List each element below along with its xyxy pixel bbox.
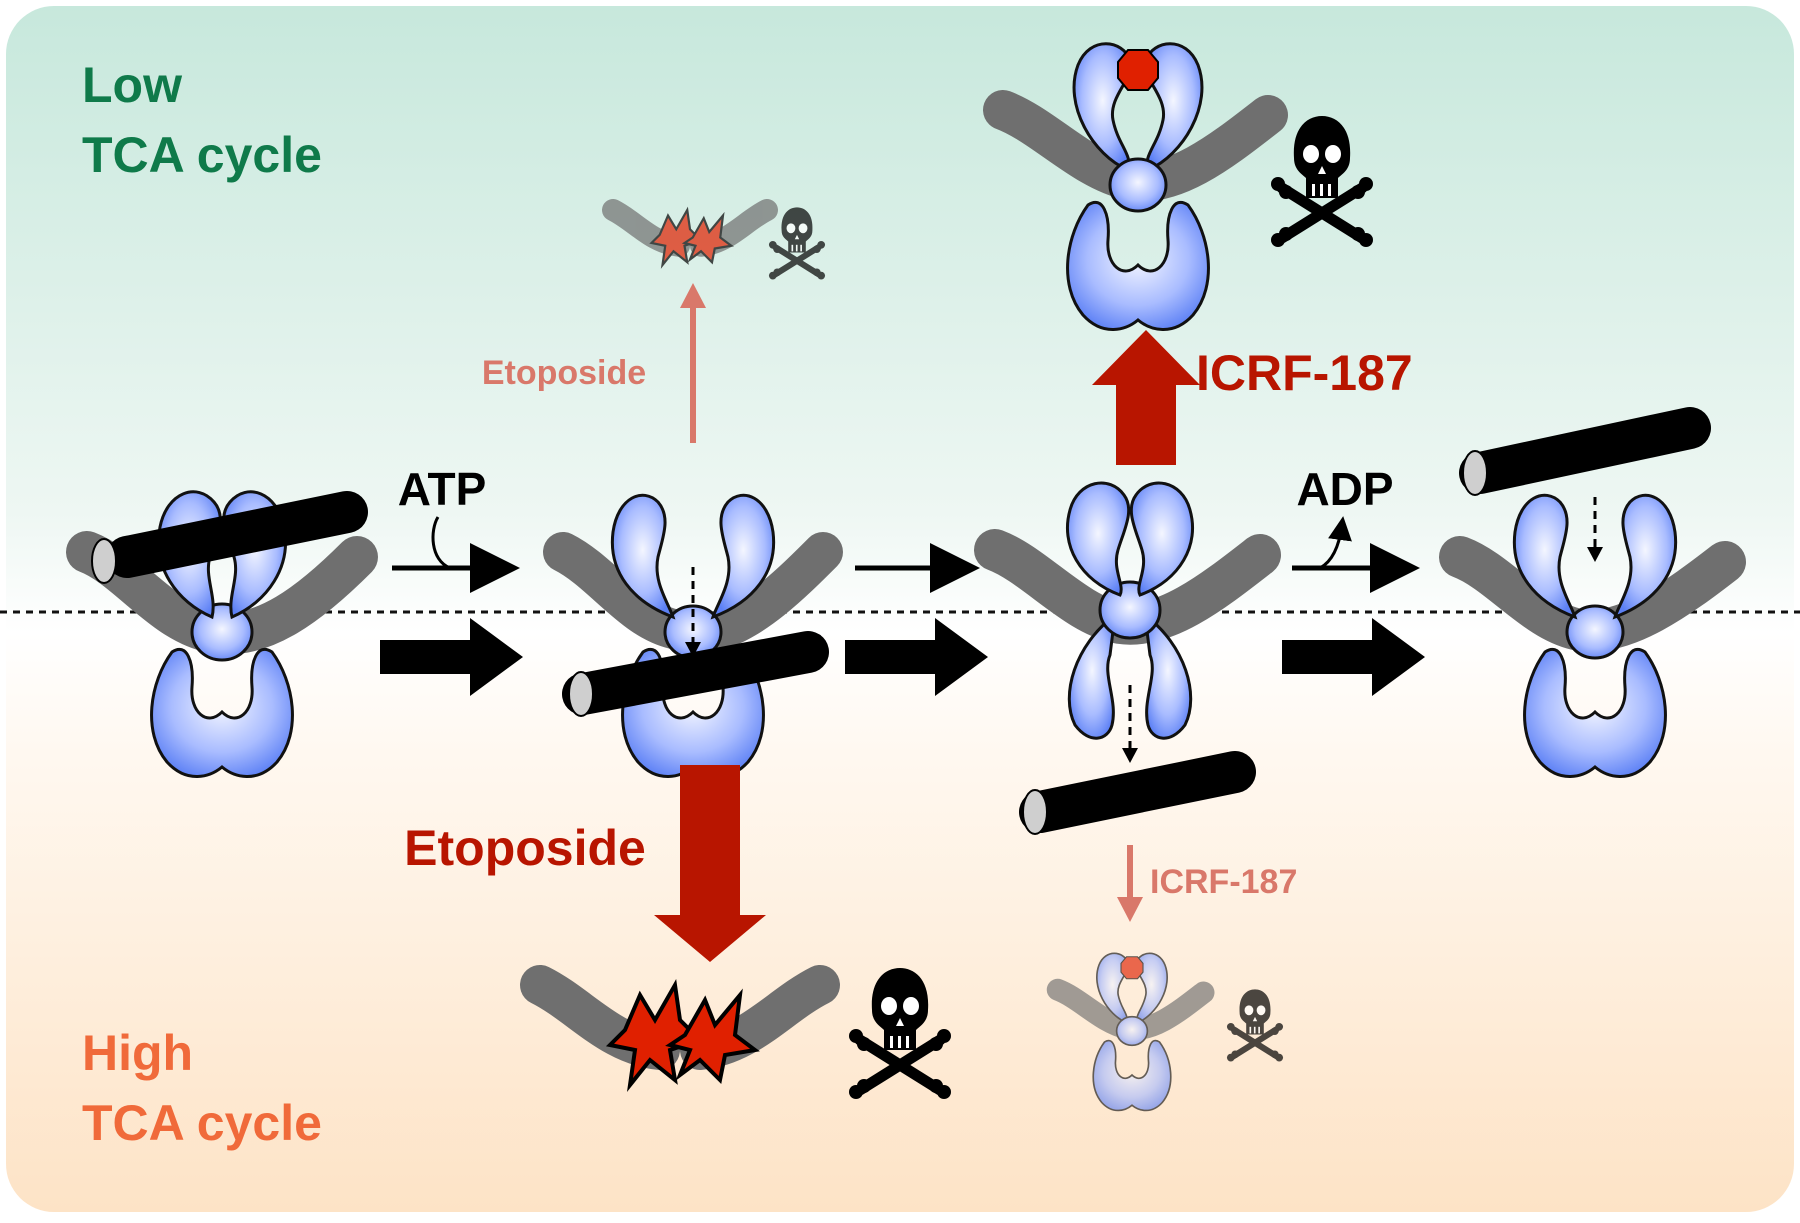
topoisomerase-state-1 <box>66 492 378 777</box>
topoisomerase-state-4 <box>1439 495 1746 776</box>
drug-octagon-icon <box>1120 956 1144 980</box>
etoposide-minor-label: Etoposide <box>482 354 646 392</box>
drug-octagon-icon <box>1117 49 1159 91</box>
icrf-major-label: ICRF-187 <box>1196 345 1413 401</box>
icrf-minor-label: ICRF-187 <box>1150 863 1297 901</box>
topoisomerase-icrf-trapped <box>983 42 1288 332</box>
low-tca-line1: Low <box>82 57 182 113</box>
topoisomerase-state-3 <box>974 481 1281 763</box>
main-arrow-1 <box>380 618 523 696</box>
dna-break-icon <box>520 965 840 1092</box>
high-tca-line1: High <box>82 1025 194 1081</box>
low-tca-line2: TCA cycle <box>82 127 322 183</box>
main-arrow-3 <box>1282 618 1425 696</box>
released-dna <box>1019 751 1256 833</box>
etoposide-major-arrow <box>654 765 766 962</box>
exiting-dna <box>1459 407 1711 494</box>
icrf-major-arrow <box>1092 330 1200 465</box>
atp-label: ATP <box>398 463 487 515</box>
high-tca-line2: TCA cycle <box>82 1095 322 1151</box>
high-tca-label: High TCA cycle <box>82 1018 322 1158</box>
dna-break-icon <box>601 198 779 269</box>
background-panel <box>6 6 1794 1212</box>
topoisomerase-state-2 <box>543 495 843 776</box>
topoisomerase-icrf-minor <box>1046 952 1215 1112</box>
etoposide-major-label: Etoposide <box>404 820 646 876</box>
main-arrow-2 <box>845 618 988 696</box>
low-tca-label: Low TCA cycle <box>82 50 322 190</box>
adp-label: ADP <box>1296 463 1393 515</box>
